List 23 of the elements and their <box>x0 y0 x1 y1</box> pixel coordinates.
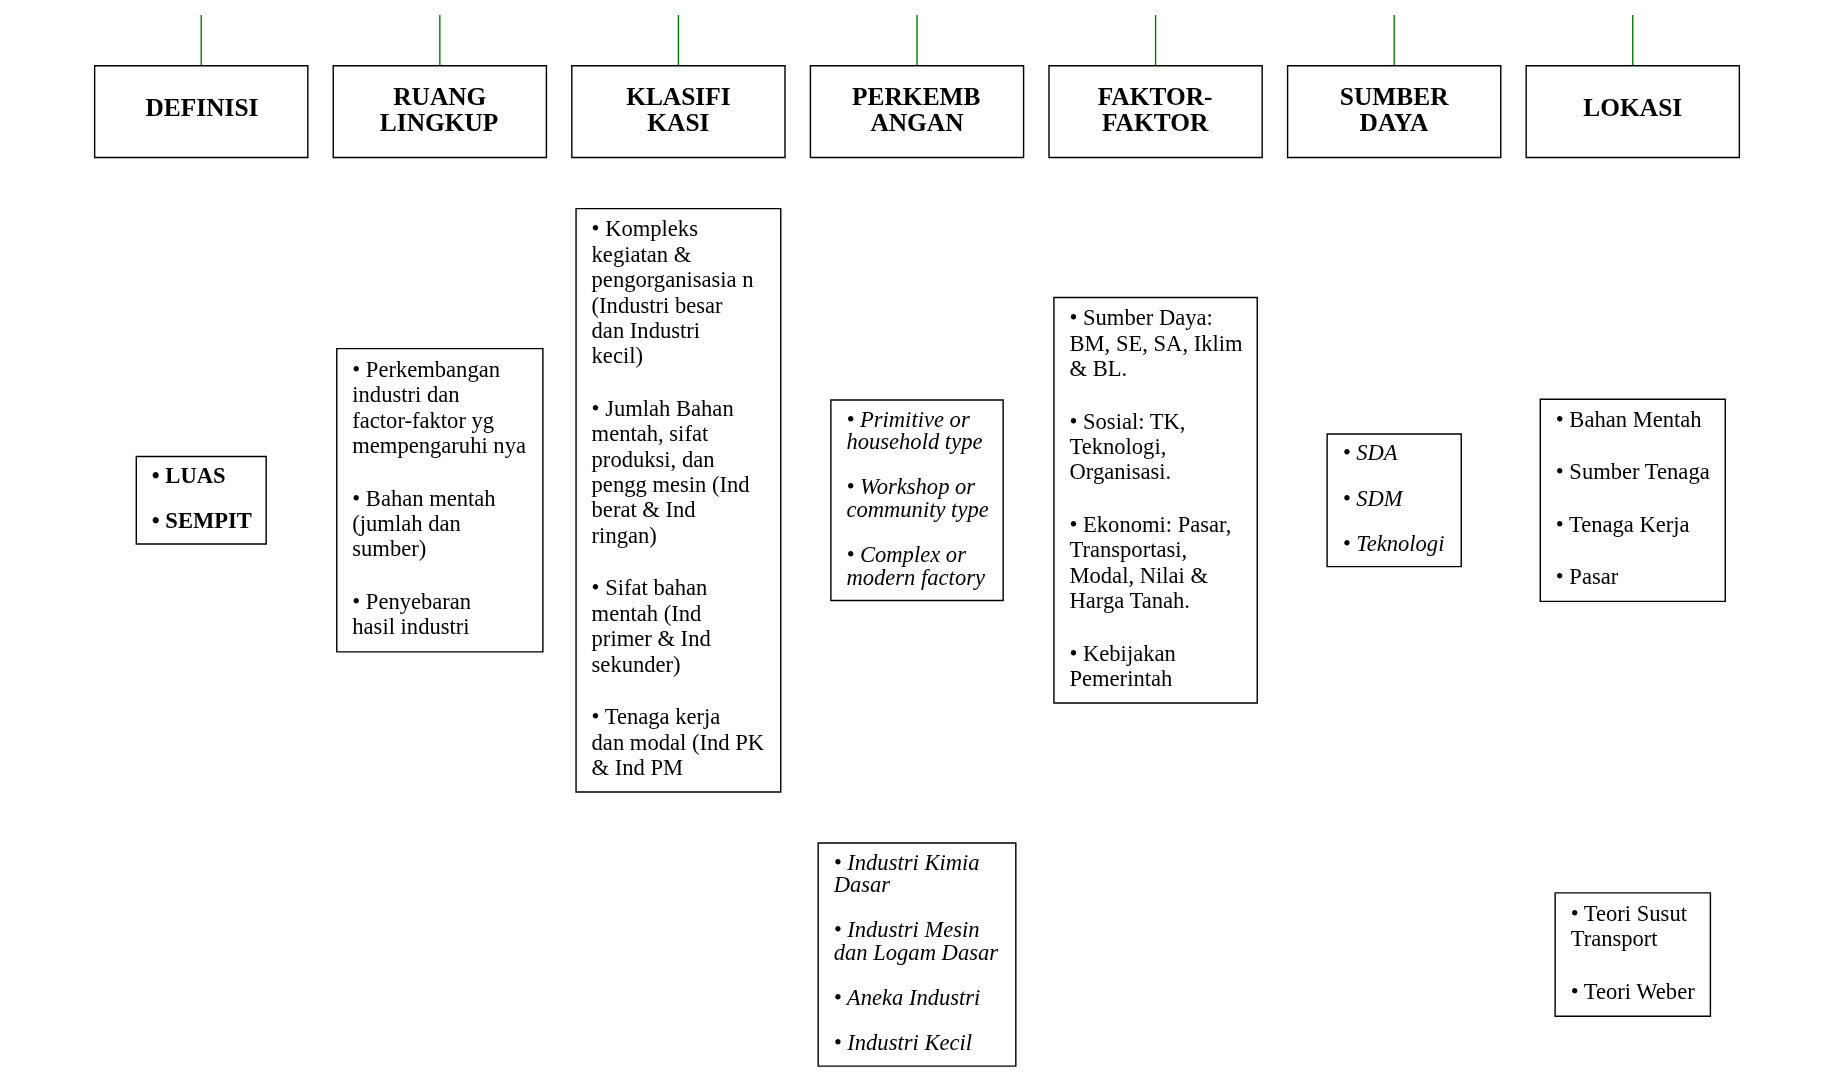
node-box: • Teori Susut Transport • Teori Weber <box>1554 892 1712 1017</box>
node-box: • Perkembangan industri dan factor-faktor yg mempengaruhi nya • Bahan mentah (jumlah dan sumber) • Penyebaran hasil industri <box>336 347 544 653</box>
node-box: PERKEMB ANGAN <box>809 65 1025 159</box>
connector <box>439 14 441 67</box>
node-box: KLASIFI KASI <box>571 65 786 159</box>
node-box: • Kompleks kegiatan & pengorganisasia n (Industri besar dan Industri kecil) • Jumlah Bahan mentah, sifat produksi, dan pengg mesin (Ind berat & Ind ringan) • Sifat bahan mentah (Ind primer & Ind sekunder) • Tenaga kerja dan modal (Ind PK & Ind PM <box>575 207 782 793</box>
node-box: LOKASI <box>1525 65 1741 159</box>
node-box: • SDA • SDM • Teknologi <box>1326 433 1462 568</box>
connector <box>200 14 202 67</box>
node-box: DEFINISI <box>93 65 309 159</box>
node-box: FAKTOR-FAKTOR <box>1048 65 1263 159</box>
node-box: • Sumber Daya: BM, SE, SA, Iklim & BL. • Sosial: TK, Teknologi, Organisasi. • Ekonomi: Pasar, Transportasi, Modal, Nilai & Harga Tanah. • Kebijakan Pemerintah <box>1053 296 1258 704</box>
connector <box>1393 14 1395 67</box>
node-box: • Primitive or household type • Workshop or community type • Complex or modern factory <box>830 399 1004 602</box>
connector <box>1632 14 1634 67</box>
connector <box>916 14 918 67</box>
node-box: • Industri Kimia Dasar • Industri Mesin dan Logam Dasar • Aneka Industri • Industri Kecil <box>817 842 1017 1067</box>
node-box: • LUAS • SEMPIT <box>135 455 267 545</box>
node-box: SUMBER DAYA <box>1286 65 1502 159</box>
connector <box>677 14 680 67</box>
node-box: RUANG LINGKUP <box>332 65 548 159</box>
connector <box>1154 14 1157 67</box>
node-box: • Bahan Mentah • Sumber Tenaga • Tenaga Kerja • Pasar <box>1539 398 1726 603</box>
